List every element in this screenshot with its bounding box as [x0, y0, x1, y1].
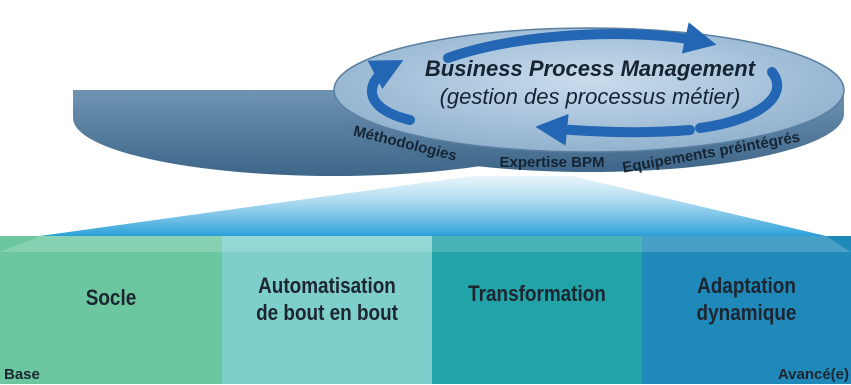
- stage-automatisation-line2: de bout en bout: [256, 300, 398, 325]
- arrow-right: [695, 67, 783, 133]
- stage-adaptation-line1: Adaptation: [697, 273, 796, 298]
- stage-socle-line1: Socle: [85, 285, 137, 310]
- stage-bar-bevel: [0, 236, 851, 252]
- bpm-title: Business Process Management: [425, 56, 757, 81]
- stage-transformation: Transformation: [447, 280, 628, 307]
- light-beam: [40, 176, 826, 236]
- arrow-top: [443, 22, 717, 63]
- scale-start-label: Base: [4, 366, 40, 383]
- scale-end-label: Avancé(e): [777, 366, 849, 383]
- pillar-expertise: Expertise BPM: [499, 154, 604, 171]
- stage-automatisation-line1: Automatisation: [258, 273, 396, 298]
- stage-automatisation-panel: [222, 236, 432, 384]
- stage-adaptation: Adaptation dynamique: [657, 272, 837, 326]
- cycle-arrows: [366, 22, 783, 146]
- stage-transformation-line1: Transformation: [468, 281, 606, 306]
- stage-socle-panel: [0, 236, 222, 384]
- arrow-left: [366, 60, 415, 125]
- bpm-subtitle: (gestion des processus métier): [440, 84, 741, 109]
- arrow-bottom: [535, 113, 695, 146]
- stage-adaptation-panel: [642, 236, 851, 384]
- stage-bar: [0, 236, 851, 384]
- stage-transformation-panel: [432, 236, 642, 384]
- stage-adaptation-line2: dynamique: [696, 300, 797, 325]
- stage-automatisation: Automatisation de bout en bout: [237, 272, 418, 326]
- stage-socle: Socle: [16, 284, 207, 311]
